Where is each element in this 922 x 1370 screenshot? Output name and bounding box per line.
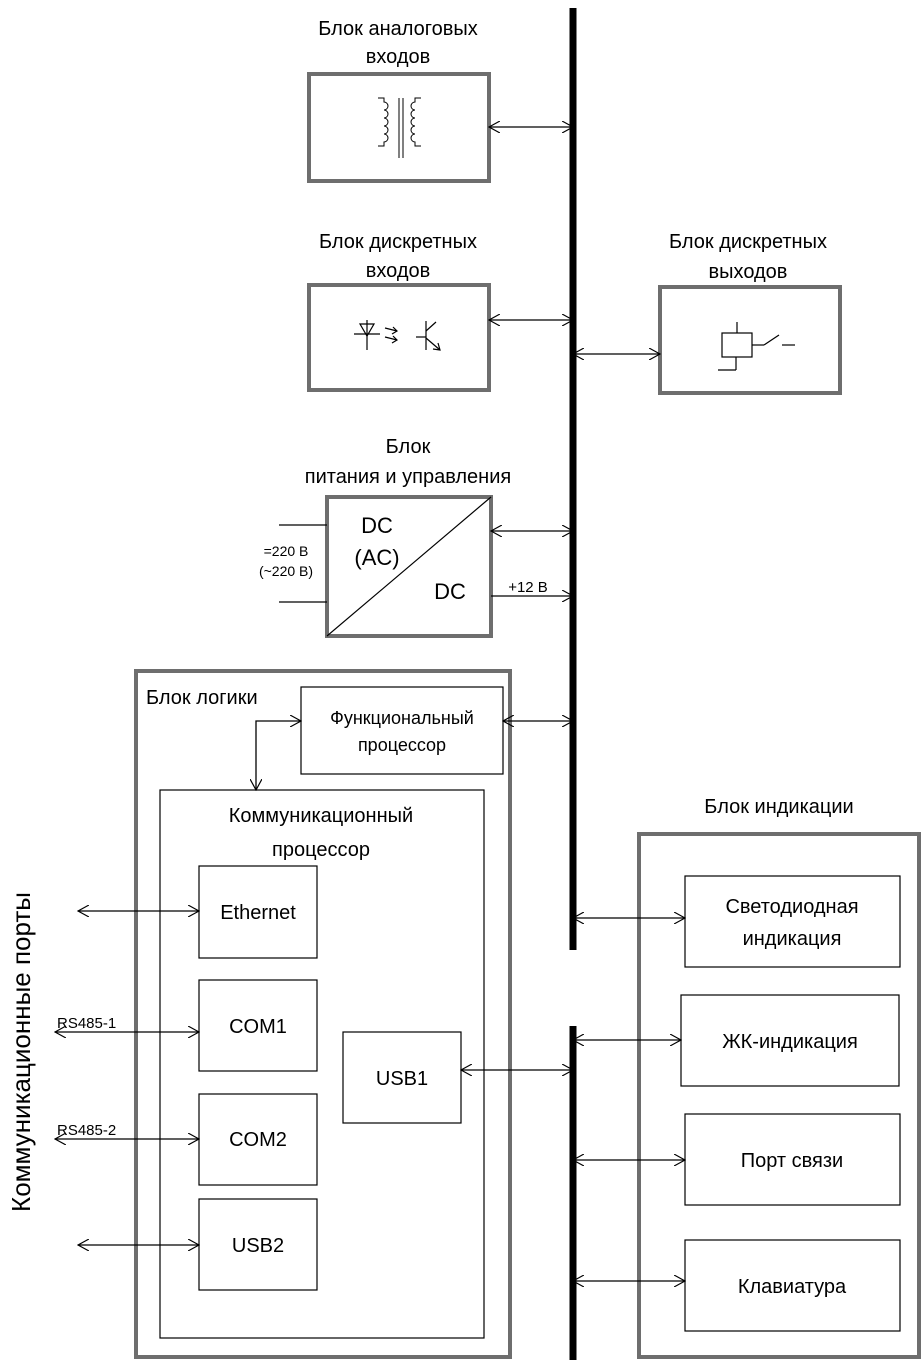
transformer-icon — [378, 97, 421, 158]
led-indication — [684, 875, 901, 968]
func-proc-label-2: процессор — [358, 735, 446, 755]
power-out-dc: DC — [434, 579, 466, 604]
analog-inputs-title-1: Блок аналоговых — [318, 18, 478, 40]
ethernet-port-label: Ethernet — [220, 902, 296, 924]
keyboard-label: Клавиатура — [738, 1276, 847, 1298]
logic-block — [134, 669, 512, 1359]
comm-port-label: Порт связи — [741, 1150, 843, 1172]
power-block — [325, 495, 493, 638]
usb2-port-label: USB2 — [232, 1235, 284, 1257]
power-in-dc: DC — [361, 513, 393, 538]
power-voltage-ac: (~220 В) — [259, 563, 313, 579]
power-title-2: питания и управления — [305, 466, 511, 488]
lcd-indication-label: ЖК-индикация — [722, 1031, 858, 1053]
functional-processor — [300, 686, 504, 775]
optocoupler-icon — [354, 320, 441, 351]
communication-processor — [159, 789, 485, 1339]
rs485-2-label: RS485-2 — [57, 1122, 116, 1139]
power-in-ac: (AC) — [354, 545, 399, 570]
func-comm-link-arrow — [256, 721, 301, 790]
power-output-voltage: +12 В — [508, 579, 548, 596]
led-indication-label-1: Светодиодная — [725, 896, 858, 918]
power-block-diagonal — [326, 496, 492, 637]
comm-proc-label-1: Коммуникационный — [229, 805, 413, 827]
indication-block — [637, 832, 921, 1359]
power-voltage-dc: =220 В — [264, 543, 309, 559]
side-label: Коммуникационные порты — [6, 892, 36, 1212]
led-indication-label-2: индикация — [743, 928, 842, 950]
relay-icon — [718, 322, 795, 371]
com2-port-label: COM2 — [229, 1129, 287, 1151]
logic-title: Блок логики — [146, 687, 258, 709]
indication-title: Блок индикации — [704, 796, 853, 818]
com1-port-label: COM1 — [229, 1016, 287, 1038]
usb1-port-label: USB1 — [376, 1068, 428, 1090]
discrete-inputs-block — [307, 283, 491, 392]
discrete-outputs-title-2: выходов — [709, 261, 788, 283]
power-title-1: Блок — [386, 436, 431, 458]
com1-port — [198, 979, 318, 1072]
func-proc-label-1: Функциональный — [330, 708, 474, 728]
comm-proc-label-2: процессор — [272, 839, 370, 861]
discrete-outputs-block — [658, 285, 842, 395]
discrete-outputs-title-1: Блок дискретных — [669, 231, 827, 253]
discrete-inputs-title-2: входов — [366, 260, 431, 282]
usb1-port — [342, 1031, 462, 1124]
analog-inputs-title-2: входов — [366, 46, 431, 68]
rs485-1-label: RS485-1 — [57, 1015, 116, 1032]
discrete-inputs-title-1: Блок дискретных — [319, 231, 477, 253]
